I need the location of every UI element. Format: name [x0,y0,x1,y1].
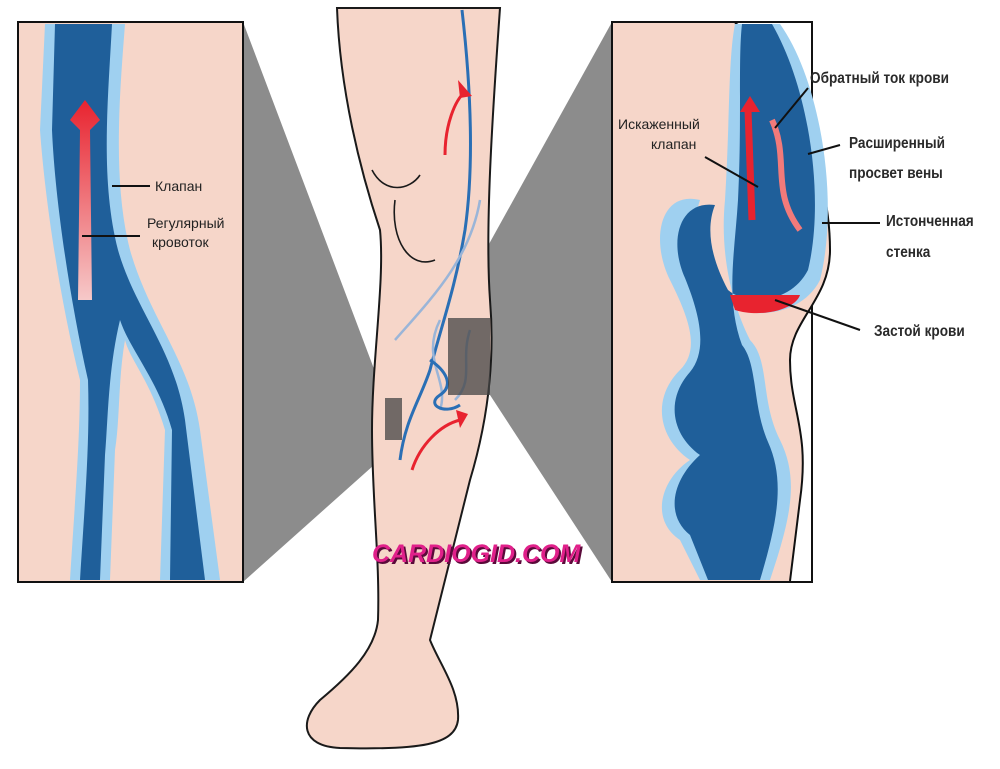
leg [305,7,502,750]
upward-arrow-icon [410,418,461,471]
regular-flow-label-1: Регулярный [147,215,225,231]
right-zoom-cone [448,22,612,582]
distorted-valve-label-2: клапан [651,136,697,152]
reverse-flow-arrow-icon [744,109,756,221]
left-zoom-cone [243,22,402,582]
blood-stasis-label: Застой крови [874,323,965,340]
distorted-valve-label-1: Искаженный [618,116,700,132]
left-zoom-box [385,398,402,440]
reverse-flow-label: Обратный ток крови [810,70,950,87]
dilated-lumen-label-1: Расширенный [849,135,945,152]
regular-flow-label-2: кровоток [152,234,209,250]
thinned-wall-label-1: Истонченная [886,213,974,230]
valve-label: Клапан [155,178,203,194]
leg-vein [398,9,473,461]
thinned-wall-label-2: стенка [886,244,931,261]
blood-stasis [730,295,800,314]
watermark-logo: CARDIOGID.COM [372,540,581,568]
dilated-lumen-label-2: просвет вены [849,165,943,182]
right-zoom-box [448,318,490,395]
